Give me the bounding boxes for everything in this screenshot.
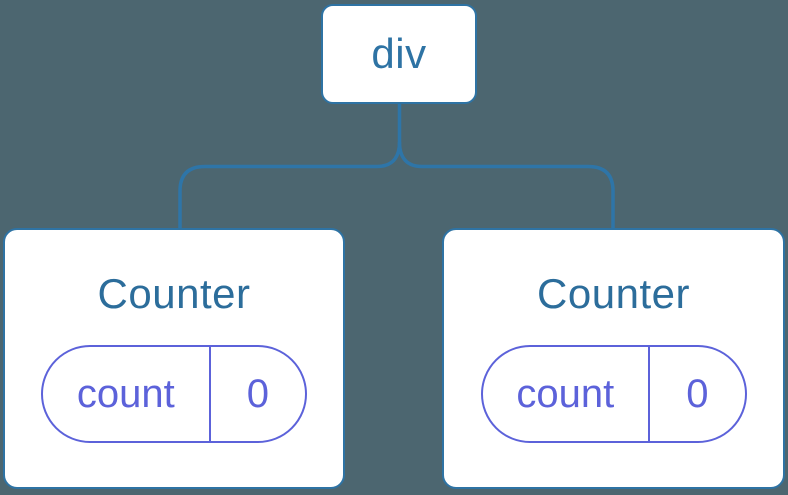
root-node-label: div — [371, 30, 427, 77]
component-title: Counter — [97, 270, 251, 317]
state-key-label: count — [483, 347, 651, 441]
component-card-counter-1: Counter count 0 — [3, 228, 345, 489]
state-value: 0 — [686, 371, 709, 416]
tree-root-node-div: div — [321, 4, 477, 104]
state-value: 0 — [246, 371, 269, 416]
state-key-label: count — [43, 347, 211, 441]
branch-left-line — [178, 103, 402, 229]
state-pill: count 0 — [41, 345, 307, 443]
branch-right-line — [397, 141, 615, 229]
component-title: Counter — [537, 270, 690, 317]
component-card-counter-2: Counter count 0 — [442, 228, 785, 489]
state-pill: count 0 — [480, 345, 747, 443]
